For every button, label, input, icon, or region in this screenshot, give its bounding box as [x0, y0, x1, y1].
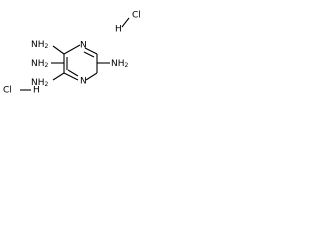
- bond-to-top-amine: [52, 45, 65, 55]
- structure-svg: Cl H Cl H: [3, 11, 141, 96]
- top-amine-label: NH2: [31, 40, 49, 50]
- bottom-amine-main: NH: [31, 78, 45, 88]
- ring-bond-n3-c2-inner: [83, 51, 95, 58]
- hydrochloride-top: Cl H: [115, 11, 141, 35]
- amine-groups: NH2 NH2 NH2 NH2: [31, 40, 129, 88]
- hydrogen-top-label: H: [115, 25, 122, 35]
- ring-nitrogen-top-label: N: [80, 41, 87, 51]
- chemical-structure: Cl H Cl H: [0, 0, 142, 119]
- ring-bond-c2-n1: [85, 72, 98, 81]
- ring-nitrogen-bottom-label: N: [80, 77, 87, 87]
- ring-heteroatoms: N N: [80, 41, 87, 87]
- right-amine-main: NH: [111, 59, 125, 69]
- hydrochloride-bottom: Cl H: [3, 86, 40, 96]
- ring-bond-n1-c6: [63, 72, 79, 81]
- ring-bond-c4-n3: [63, 44, 81, 55]
- chlorine-bottom-label: Cl: [3, 86, 12, 96]
- bottom-amine-label: NH2: [31, 78, 49, 88]
- left-amine-label: NH2: [31, 59, 49, 69]
- hydrogen-bottom-label: H: [33, 86, 40, 96]
- right-amine-subscript: 2: [125, 62, 129, 69]
- right-amine-label: NH2: [111, 59, 129, 69]
- amine-bonds: [51, 45, 110, 81]
- left-amine-subscript: 2: [45, 62, 49, 69]
- top-amine-subscript: 2: [45, 43, 49, 50]
- left-amine-main: NH: [31, 59, 45, 69]
- ring-bond-n3-c2: [84, 47, 98, 55]
- top-amine-main: NH: [31, 40, 45, 50]
- chlorine-top-label: Cl: [132, 11, 141, 21]
- bond-to-bottom-amine: [52, 72, 65, 81]
- bottom-amine-subscript: 2: [45, 81, 49, 88]
- hcl-top-bond: [121, 17, 130, 28]
- ring-bond-n1-c6-inner: [67, 69, 79, 77]
